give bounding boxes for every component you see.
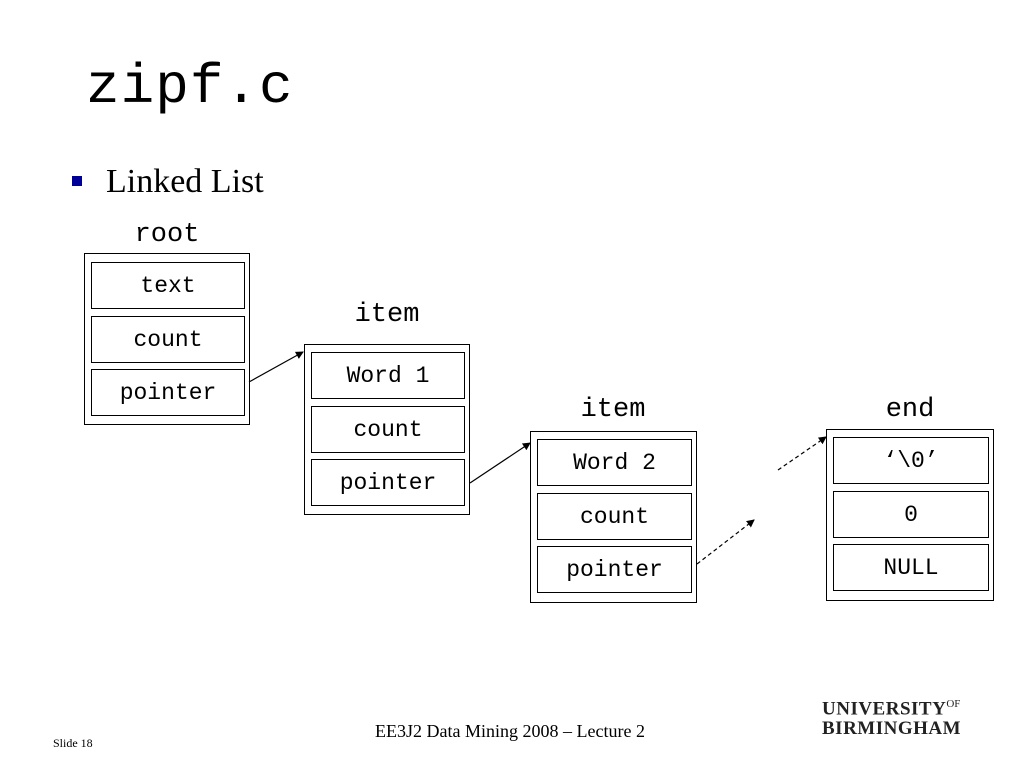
node-label-item-1: item — [354, 300, 420, 330]
field-count: count — [537, 493, 692, 540]
node-root: text count pointer — [84, 253, 250, 425]
node-end: ‘\0’ 0 NULL — [826, 429, 994, 601]
arrow-to-end-dashed — [777, 436, 827, 471]
footer-course-title: EE3J2 Data Mining 2008 – Lecture 2 — [375, 721, 645, 741]
node-item-1: Word 1 count pointer — [304, 344, 470, 515]
arrow-item-2-dashed — [696, 519, 755, 565]
logo-of: OF — [946, 698, 961, 710]
node-label-root: root — [134, 220, 200, 250]
university-logo: UNIVERSITYOF BIRMINGHAM — [822, 694, 992, 739]
logo-line2: BIRMINGHAM — [822, 718, 962, 740]
field-word-2: Word 2 — [537, 439, 692, 486]
arrow-root-to-item-1 — [248, 351, 304, 383]
node-label-end: end — [885, 395, 935, 425]
field-end-text: ‘\0’ — [833, 437, 989, 484]
field-text: text — [91, 262, 245, 309]
node-item-2: Word 2 count pointer — [530, 431, 697, 603]
field-pointer: pointer — [537, 546, 692, 593]
slide-title: zipf.c — [86, 55, 294, 119]
field-end-count: 0 — [833, 491, 989, 538]
field-word-1: Word 1 — [311, 352, 465, 399]
node-label-item-2: item — [580, 395, 646, 425]
field-pointer: pointer — [311, 459, 465, 506]
arrow-item-1-to-item-2 — [469, 442, 531, 484]
field-count: count — [91, 316, 245, 363]
bullet-marker — [72, 176, 82, 186]
logo-line1: UNIVERSITY — [822, 698, 947, 720]
field-end-pointer: NULL — [833, 544, 989, 591]
slide-number: Slide 18 — [53, 736, 93, 750]
field-count: count — [311, 406, 465, 453]
field-pointer: pointer — [91, 369, 245, 416]
bullet-text: Linked List — [106, 163, 264, 200]
